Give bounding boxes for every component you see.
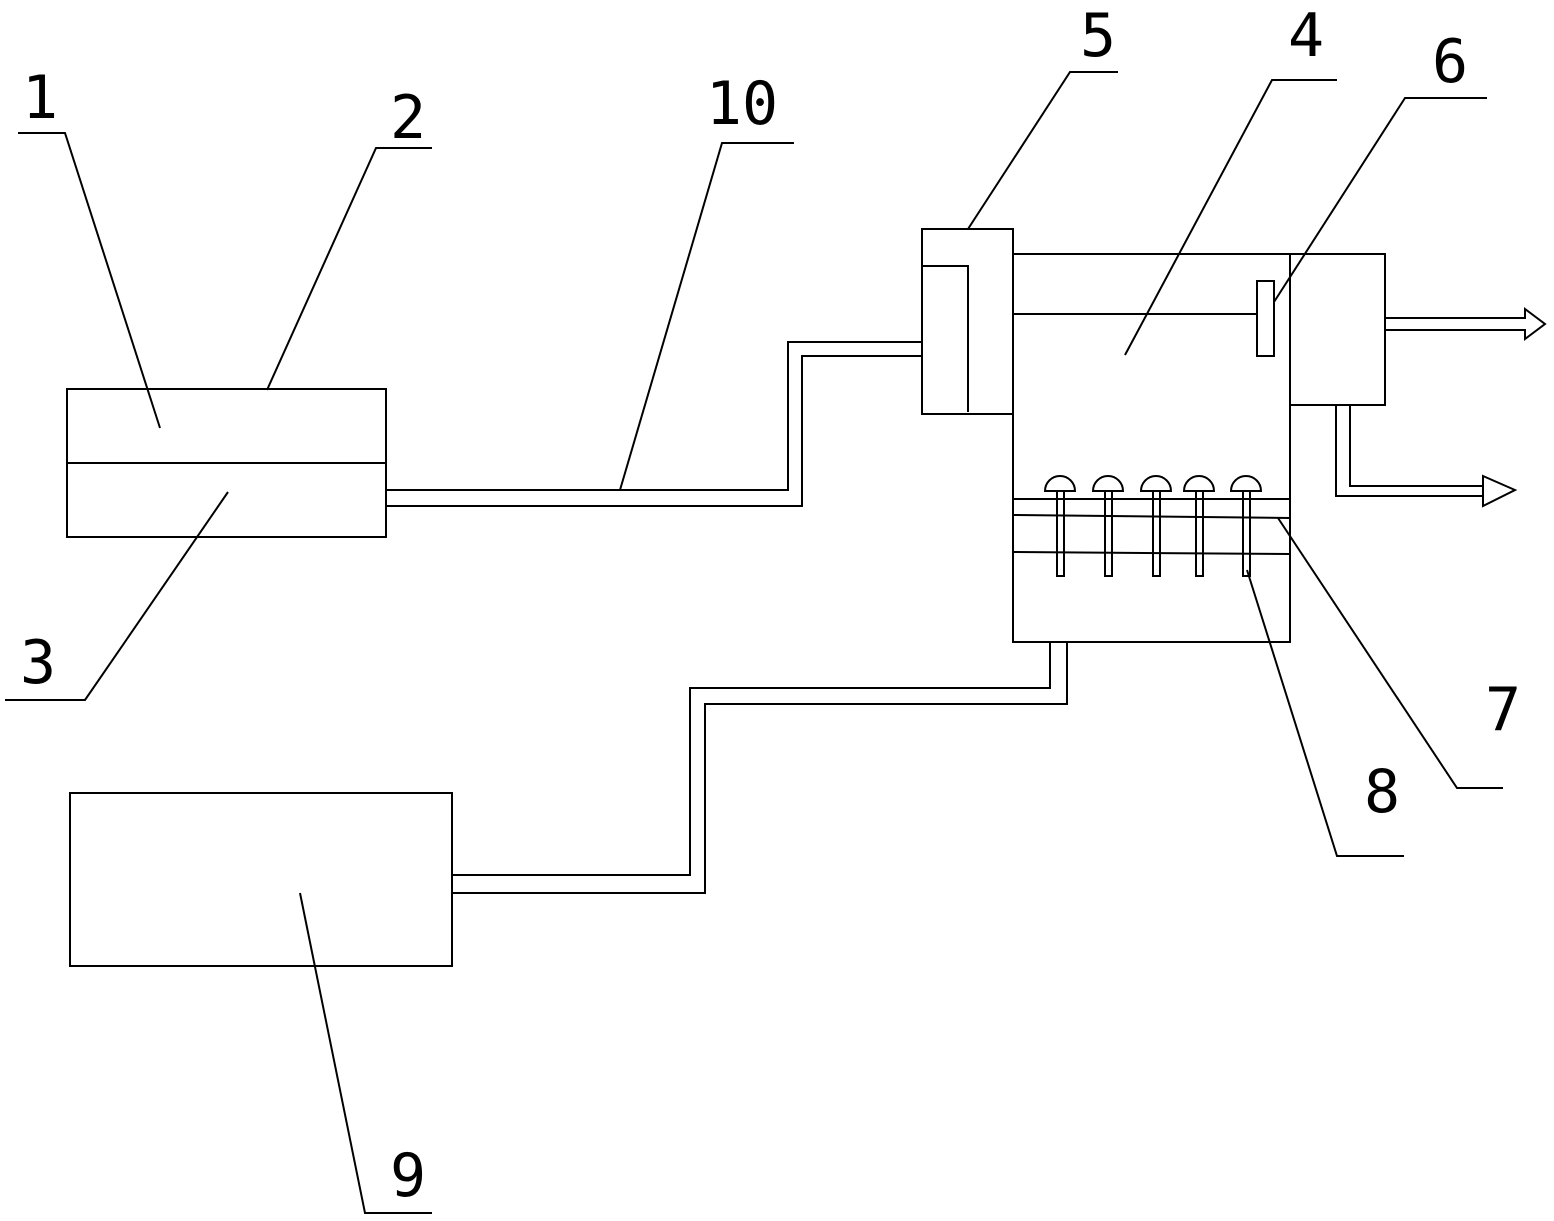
label-8: 8	[1364, 757, 1400, 827]
label-5: 5	[1080, 1, 1116, 71]
nozzle	[1229, 475, 1263, 577]
label-1: 1	[22, 63, 58, 133]
pipe-lower	[452, 642, 1068, 894]
label-6: 6	[1432, 27, 1468, 97]
nozzle	[1043, 475, 1077, 577]
label-2: 2	[390, 83, 426, 153]
label-9: 9	[390, 1141, 426, 1211]
component-5	[921, 228, 1014, 415]
outlet-box	[1289, 253, 1547, 508]
label-10: 10	[706, 69, 778, 139]
component-6	[1256, 280, 1275, 357]
label-4: 4	[1288, 1, 1324, 71]
nozzles-8	[1043, 475, 1263, 577]
chamber-4	[1012, 253, 1291, 643]
label-7: 7	[1485, 675, 1521, 745]
number-labels: 1 2 3 10 5 4 6 7 8 9	[20, 1, 1521, 1211]
pipe-10	[386, 341, 922, 507]
nozzle	[1182, 475, 1216, 577]
leader-lines	[5, 71, 1503, 1214]
unit-1-3	[66, 388, 387, 538]
nozzle	[1139, 475, 1173, 577]
component-9	[69, 792, 453, 967]
label-3: 3	[20, 628, 56, 698]
nozzle	[1091, 475, 1125, 577]
